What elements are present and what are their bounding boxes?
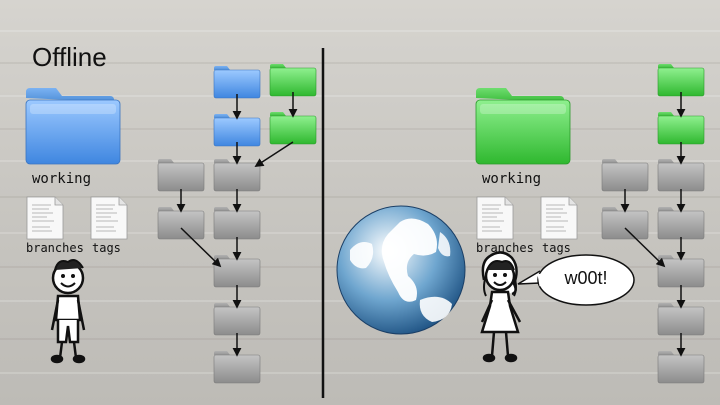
working-folder-icon xyxy=(25,88,121,165)
stick-figure-girl-icon xyxy=(480,251,522,363)
speech-bubble-text: w00t! xyxy=(564,268,608,288)
branches-label: branches xyxy=(26,241,84,255)
branches-label-right: branches xyxy=(476,241,534,255)
right-commit-graph xyxy=(601,63,705,384)
working-label: working xyxy=(32,171,92,187)
working-label-right: working xyxy=(482,171,542,187)
slide-title: Offline xyxy=(32,42,107,72)
tags-document-icon-right xyxy=(540,196,578,240)
tags-label: tags xyxy=(92,241,121,255)
left-commit-graph xyxy=(157,63,317,384)
speech-bubble xyxy=(517,254,635,306)
branches-document-icon-right xyxy=(476,196,514,240)
tags-label-right: tags xyxy=(542,241,571,255)
stick-figure-boy-icon xyxy=(50,259,86,364)
globe-icon xyxy=(336,205,466,335)
working-folder-icon-green xyxy=(475,88,571,165)
tags-document-icon xyxy=(90,196,128,240)
branches-document-icon xyxy=(26,196,64,240)
